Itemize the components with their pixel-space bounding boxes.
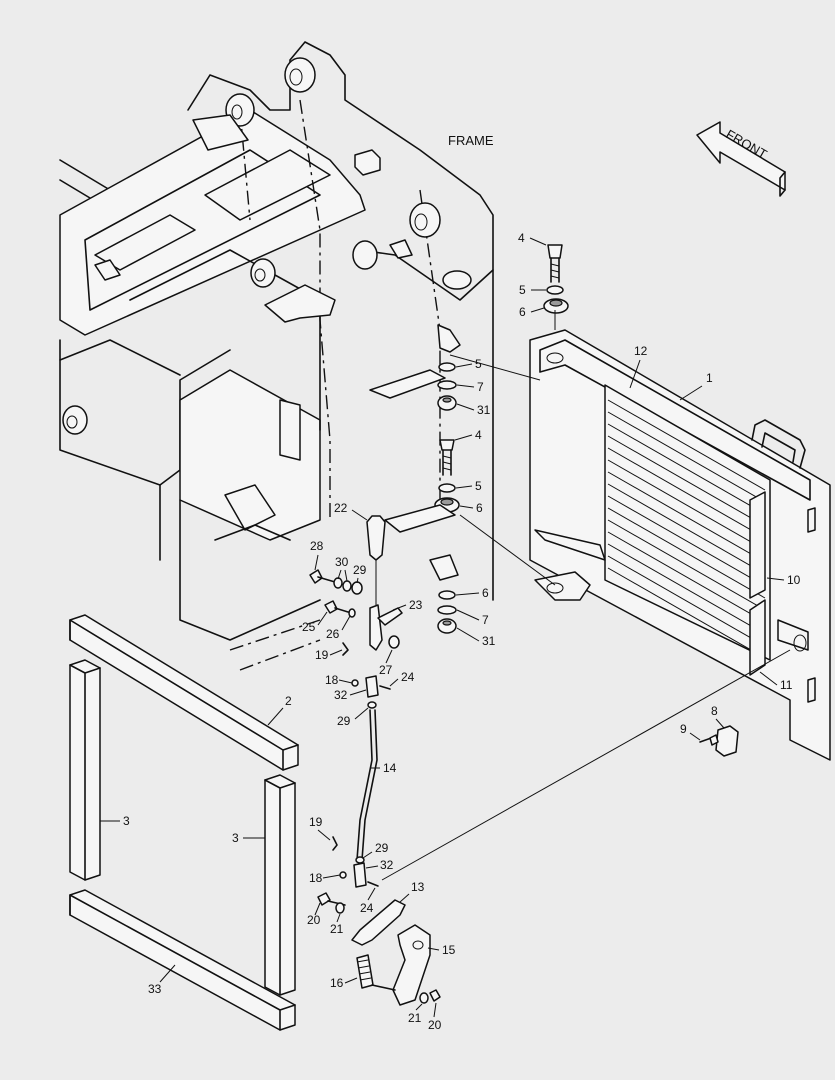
callout-10: 10 [787,573,801,587]
callout-19a: 19 [315,648,329,662]
callout-19b: 19 [309,815,323,829]
foam-strips [69,614,299,1031]
callout-29b: 29 [337,714,351,728]
callout-18a: 18 [325,673,339,687]
callout-26: 26 [326,627,340,641]
radiator-fins [607,399,766,659]
callout-13: 13 [411,880,425,894]
callout-5c: 5 [475,479,482,493]
radiator-assembly [529,329,831,761]
mounting-hardware [369,244,569,634]
callout-6a: 6 [519,305,526,319]
callout-24a: 24 [401,670,415,684]
callout-22: 22 [334,501,348,515]
callout-30: 30 [335,555,349,569]
callout-32b: 32 [380,858,394,872]
callout-9: 9 [680,722,687,736]
callout-4b: 4 [475,428,482,442]
callout-31b: 31 [482,634,496,648]
callout-20b: 20 [428,1018,442,1032]
callout-21b: 21 [408,1011,422,1025]
callout-7b: 7 [482,613,489,627]
callout-labels: 1 2 3 3 4 4 5 5 5 6 6 6 7 7 8 9 10 11 [100,231,801,1032]
control-linkage [309,515,791,1006]
bracket-and-screw [699,725,739,757]
callout-25: 25 [302,620,316,634]
callout-33: 33 [148,982,162,996]
callout-15: 15 [442,943,456,957]
callout-24b: 24 [360,901,374,915]
callout-31a: 31 [477,403,491,417]
callout-5a: 5 [519,283,526,297]
callout-12: 12 [634,344,648,358]
callout-18b: 18 [309,871,323,885]
callout-29c: 29 [375,841,389,855]
callout-5d: 6 [482,586,489,600]
callout-7a: 7 [477,380,484,394]
callout-2: 2 [285,694,292,708]
callout-6b: 6 [476,501,483,515]
callout-21a: 21 [330,922,344,936]
callout-16: 16 [330,976,344,990]
callout-27: 27 [379,663,393,677]
callout-5b: 5 [475,357,482,371]
callout-3a: 3 [123,814,130,828]
callout-28: 28 [310,539,324,553]
callout-1: 1 [706,371,713,385]
callout-14: 14 [383,761,397,775]
front-direction-arrow[interactable]: FRONT [696,121,786,197]
callout-8: 8 [711,704,718,718]
callout-29a: 29 [353,563,367,577]
callout-23: 23 [409,598,423,612]
frame-assembly [59,41,494,671]
callout-11: 11 [780,678,793,692]
callout-32a: 32 [334,688,348,702]
callout-20a: 20 [307,913,321,927]
callout-3b: 3 [232,831,239,845]
frame-label: FRAME [448,133,494,148]
callout-4a: 4 [518,231,525,245]
